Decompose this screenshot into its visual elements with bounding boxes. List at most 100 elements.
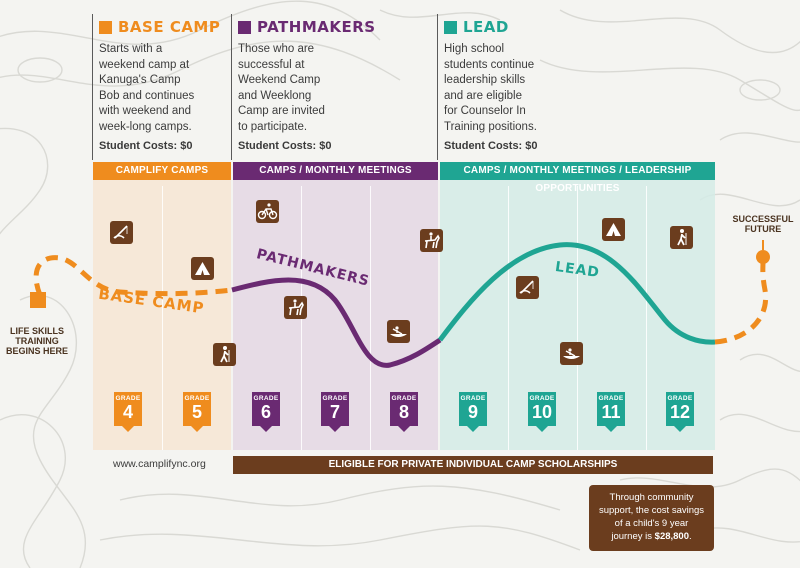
grade-label: GRADE xyxy=(322,395,348,402)
end-label: SUCCESSFUL FUTURE xyxy=(730,214,796,234)
base-camp-dashed-path xyxy=(33,255,233,297)
desc-line: and are eligible xyxy=(444,89,523,102)
note-line: support, the cost savings xyxy=(598,505,705,516)
start-label-line: LIFE SKILLS xyxy=(10,326,64,336)
start-label-line: BEGINS HERE xyxy=(5,346,68,356)
phase-description: Those who are successful at Weekend Camp… xyxy=(238,42,408,135)
website-url[interactable]: www.camplifync.org xyxy=(113,458,206,470)
grade-pointer xyxy=(398,426,410,432)
grade-label: GRADE xyxy=(667,395,693,402)
grade-label: GRADE xyxy=(253,395,279,402)
note-line: journey is $28,800. xyxy=(589,530,714,543)
desc-line: leadership skills xyxy=(444,74,526,86)
phase-color-square xyxy=(99,20,112,34)
desc-line: Bob and continues xyxy=(99,89,195,102)
grade-pointer xyxy=(122,426,134,432)
phase-title: PATHMAKERS xyxy=(257,18,376,36)
desc-line: Kanuga's Camp xyxy=(99,74,181,86)
desc-line: Starts with a xyxy=(99,43,163,55)
phase-description: Starts with a weekend camp at Kanuga's C… xyxy=(99,42,229,135)
grade-pointer xyxy=(536,426,548,432)
note-line: Through community xyxy=(609,492,694,503)
lead-path xyxy=(438,242,716,345)
column-divider xyxy=(646,186,647,450)
end-label-line: FUTURE xyxy=(744,224,782,234)
grade-number: 5 xyxy=(191,402,202,422)
grade-pointer xyxy=(467,426,479,432)
grade-label: GRADE xyxy=(598,395,624,402)
horse-riding-icon xyxy=(284,296,307,319)
phase-color-square xyxy=(444,20,457,34)
phase-pathmakers: PATHMAKERS Those who are successful at W… xyxy=(238,19,408,152)
phase-title: LEAD xyxy=(463,18,509,36)
desc-line: successful at xyxy=(238,58,305,71)
grade-number: 9 xyxy=(467,402,478,422)
bar-camps-monthly-meetings: CAMPS / MONTHLY MEETINGS xyxy=(233,162,438,180)
student-cost: Student Costs: $0 xyxy=(238,140,332,152)
student-cost: Student Costs: $0 xyxy=(99,140,193,152)
phase-title: BASE CAMP xyxy=(118,18,221,36)
note-text: journey is xyxy=(611,531,655,542)
grade-pointer xyxy=(605,426,617,432)
grade-number: 11 xyxy=(601,402,621,422)
desc-line: students continue xyxy=(444,58,535,71)
bicycle-icon xyxy=(256,200,279,223)
column-divider xyxy=(508,186,509,450)
grade-number: 7 xyxy=(329,402,340,422)
desc-line: with weekend and xyxy=(99,105,192,117)
note-text: . xyxy=(689,531,692,542)
grade-label: GRADE xyxy=(391,395,417,402)
canoe-icon xyxy=(560,342,583,365)
phase-divider xyxy=(231,14,232,160)
grade-number: 4 xyxy=(122,402,133,422)
note-line: of a child's 9 year xyxy=(614,518,689,529)
desc-line: High school xyxy=(444,43,505,55)
student-cost: Student Costs: $0 xyxy=(444,140,538,152)
desc-line: Weekend Camp xyxy=(238,74,321,86)
grade-number: 12 xyxy=(669,402,691,422)
grade-label: GRADE xyxy=(460,395,486,402)
pathmakers-path xyxy=(231,277,442,368)
phase-divider xyxy=(92,14,93,160)
grade-pointer xyxy=(191,426,203,432)
scholarship-bar: ELIGIBLE FOR PRIVATE INDIVIDUAL CAMP SCH… xyxy=(233,456,713,474)
grade-label: GRADE xyxy=(184,395,210,402)
phase-description: High school students continue leadership… xyxy=(444,42,604,135)
phase-color-square xyxy=(238,20,251,34)
grade-pointer xyxy=(329,426,341,432)
tent-icon xyxy=(602,218,625,241)
start-marker xyxy=(30,292,46,308)
desc-line: and Weeklong xyxy=(238,89,312,102)
grade-pointer xyxy=(260,426,272,432)
desc-line: Camp are invited xyxy=(238,105,325,117)
column-divider xyxy=(370,186,371,450)
bar-camplify-camps: CAMPLIFY CAMPS xyxy=(93,162,231,180)
desc-line: to participate. xyxy=(238,120,308,133)
grade-number: 6 xyxy=(260,402,271,422)
column-divider xyxy=(162,186,163,450)
end-marker xyxy=(756,250,770,264)
fishing-icon xyxy=(110,221,133,244)
desc-line: week-long camps. xyxy=(99,120,192,133)
desc-line: for Counselor In xyxy=(444,105,526,117)
hiking-icon xyxy=(670,226,693,249)
grade-pointer xyxy=(674,426,686,432)
fishing-icon xyxy=(516,276,539,299)
bar-leadership-opportunities: CAMPS / MONTHLY MEETINGS / LEADERSHIP OP… xyxy=(440,162,715,194)
phase-base-camp: BASE CAMP Starts with a weekend camp at … xyxy=(99,19,229,152)
future-dashed-path xyxy=(714,261,769,345)
grade-label: GRADE xyxy=(115,395,141,402)
hiking-icon xyxy=(213,343,236,366)
tent-icon xyxy=(191,257,214,280)
start-label: LIFE SKILLS TRAINING BEGINS HERE xyxy=(4,326,70,356)
desc-line: Those who are xyxy=(238,43,315,55)
